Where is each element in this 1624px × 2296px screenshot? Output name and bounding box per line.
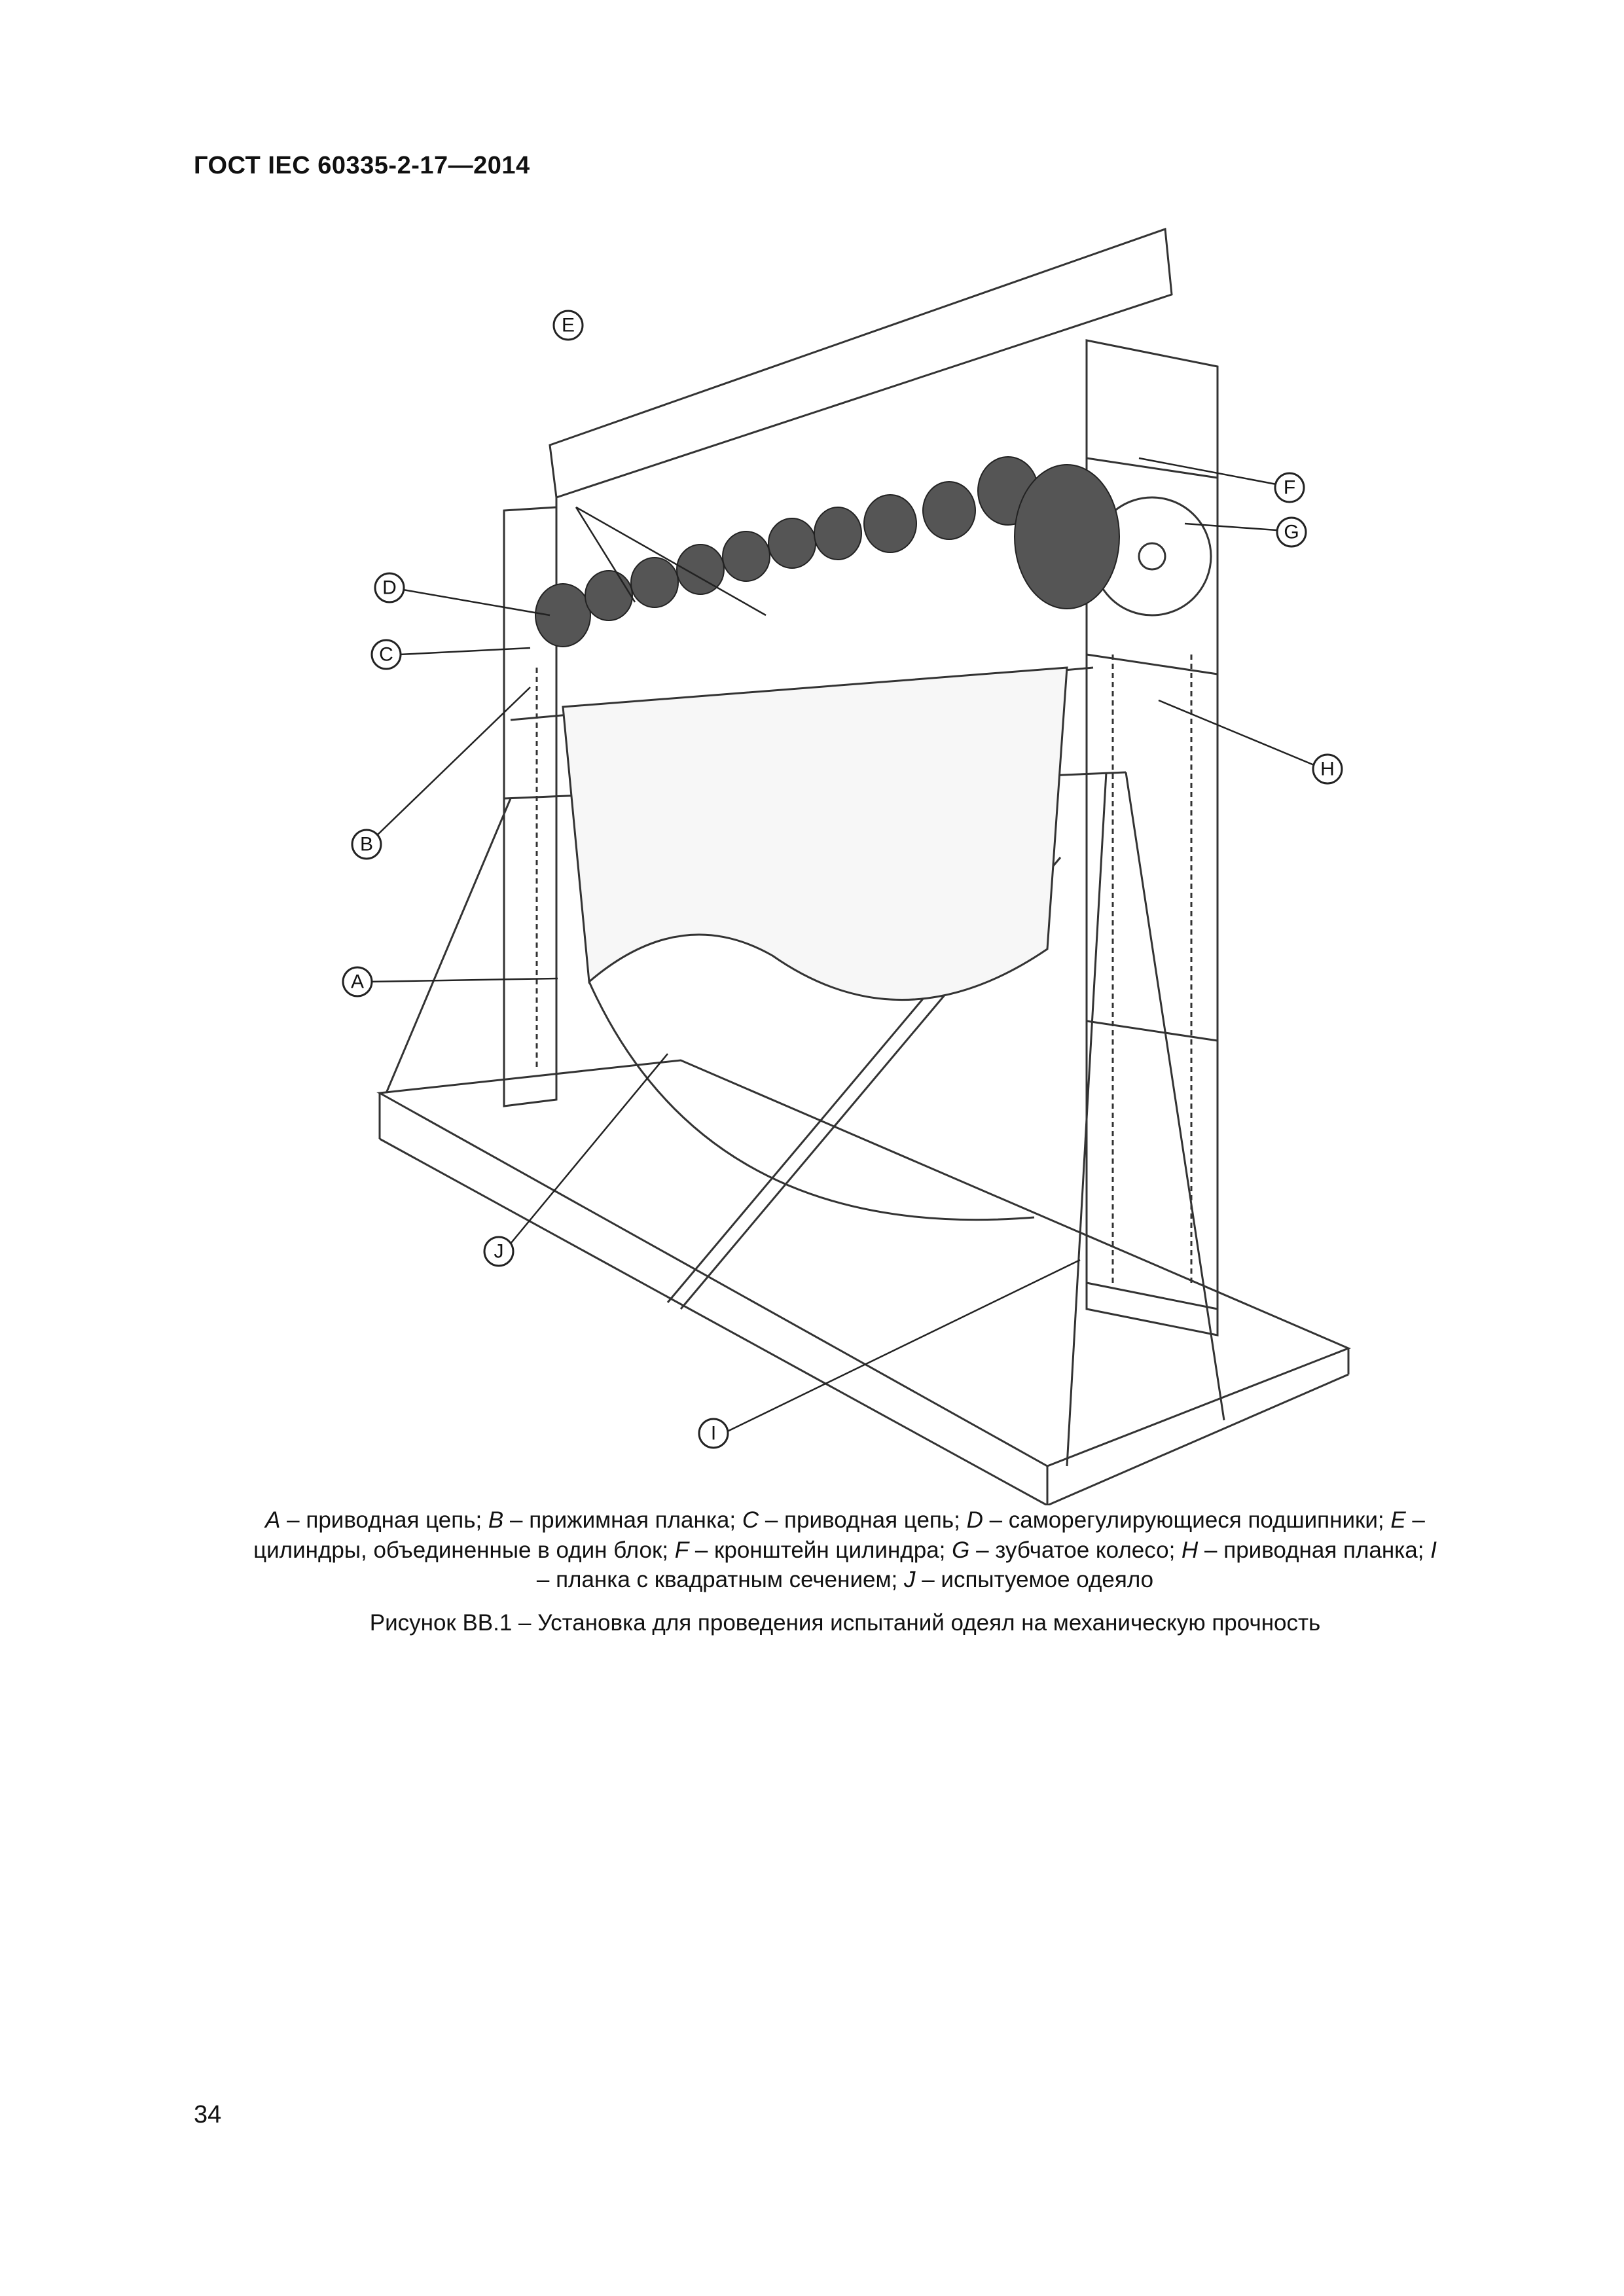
figure-legend: A – приводная цепь; B – прижимная планка… [253,1507,1437,1592]
legend-text-e: цилиндры, объединенные в один блок; [253,1537,668,1563]
legend-key-c: C [742,1507,759,1533]
legend-text-a: приводная цепь; [306,1507,482,1533]
svg-text:H: H [1320,759,1335,780]
callout-c: C [370,639,402,670]
svg-text:A: A [351,971,364,993]
legend-text-j: испытуемое одеяло [941,1567,1154,1592]
callout-j: J [483,1236,514,1267]
legend-key-i: I [1430,1537,1437,1563]
legend-key-e: E [1390,1507,1406,1533]
svg-text:G: G [1284,522,1299,543]
callout-a: A [342,966,373,997]
legend-text-i: планка с квадратным сечением; [556,1567,898,1592]
legend-key-b: B [488,1507,504,1533]
svg-text:D: D [382,577,397,599]
figure-caption: Рисунок BB.1 – Установка для проведения … [369,1610,1321,1636]
svg-text:C: C [379,644,393,666]
callout-g: G [1276,516,1307,548]
svg-text:B: B [360,834,373,855]
legend-key-h: H [1182,1537,1199,1563]
cylinder-block [535,456,1120,647]
callout-b: B [351,829,382,860]
legend-text-b: прижимная планка; [529,1507,736,1533]
legend-key-d: D [966,1507,983,1533]
legend-text-d: саморегулирующиеся подшипники; [1008,1507,1384,1533]
callout-h: H [1312,753,1343,785]
standard-header: ГОСТ IEC 60335-2-17—2014 [194,152,530,179]
legend-key-g: G [952,1537,970,1563]
legend-key-f: F [674,1537,689,1563]
frame-drawing [376,227,1351,1505]
legend-key-j: J [903,1567,916,1592]
callout-f: F [1274,472,1305,503]
svg-text:I: I [711,1423,716,1444]
svg-text:J: J [494,1241,504,1263]
legend-text-h: приводная планка; [1223,1537,1424,1563]
legend-text-g: зубчатое колесо; [995,1537,1176,1563]
svg-text:F: F [1284,477,1295,499]
test-rig-figure: A B C D E F G H I J [342,227,1351,1505]
legend-key-a: A [265,1507,281,1533]
legend-text-c: приводная цепь; [784,1507,960,1533]
leader-lines [366,457,1316,1435]
legend-text-f: кронштейн цилиндра; [714,1537,946,1563]
callout-i: I [698,1418,729,1449]
svg-text:E: E [562,315,575,336]
callout-e: E [552,310,584,341]
page-number: 34 [194,2101,222,2128]
callout-d: D [374,572,405,603]
